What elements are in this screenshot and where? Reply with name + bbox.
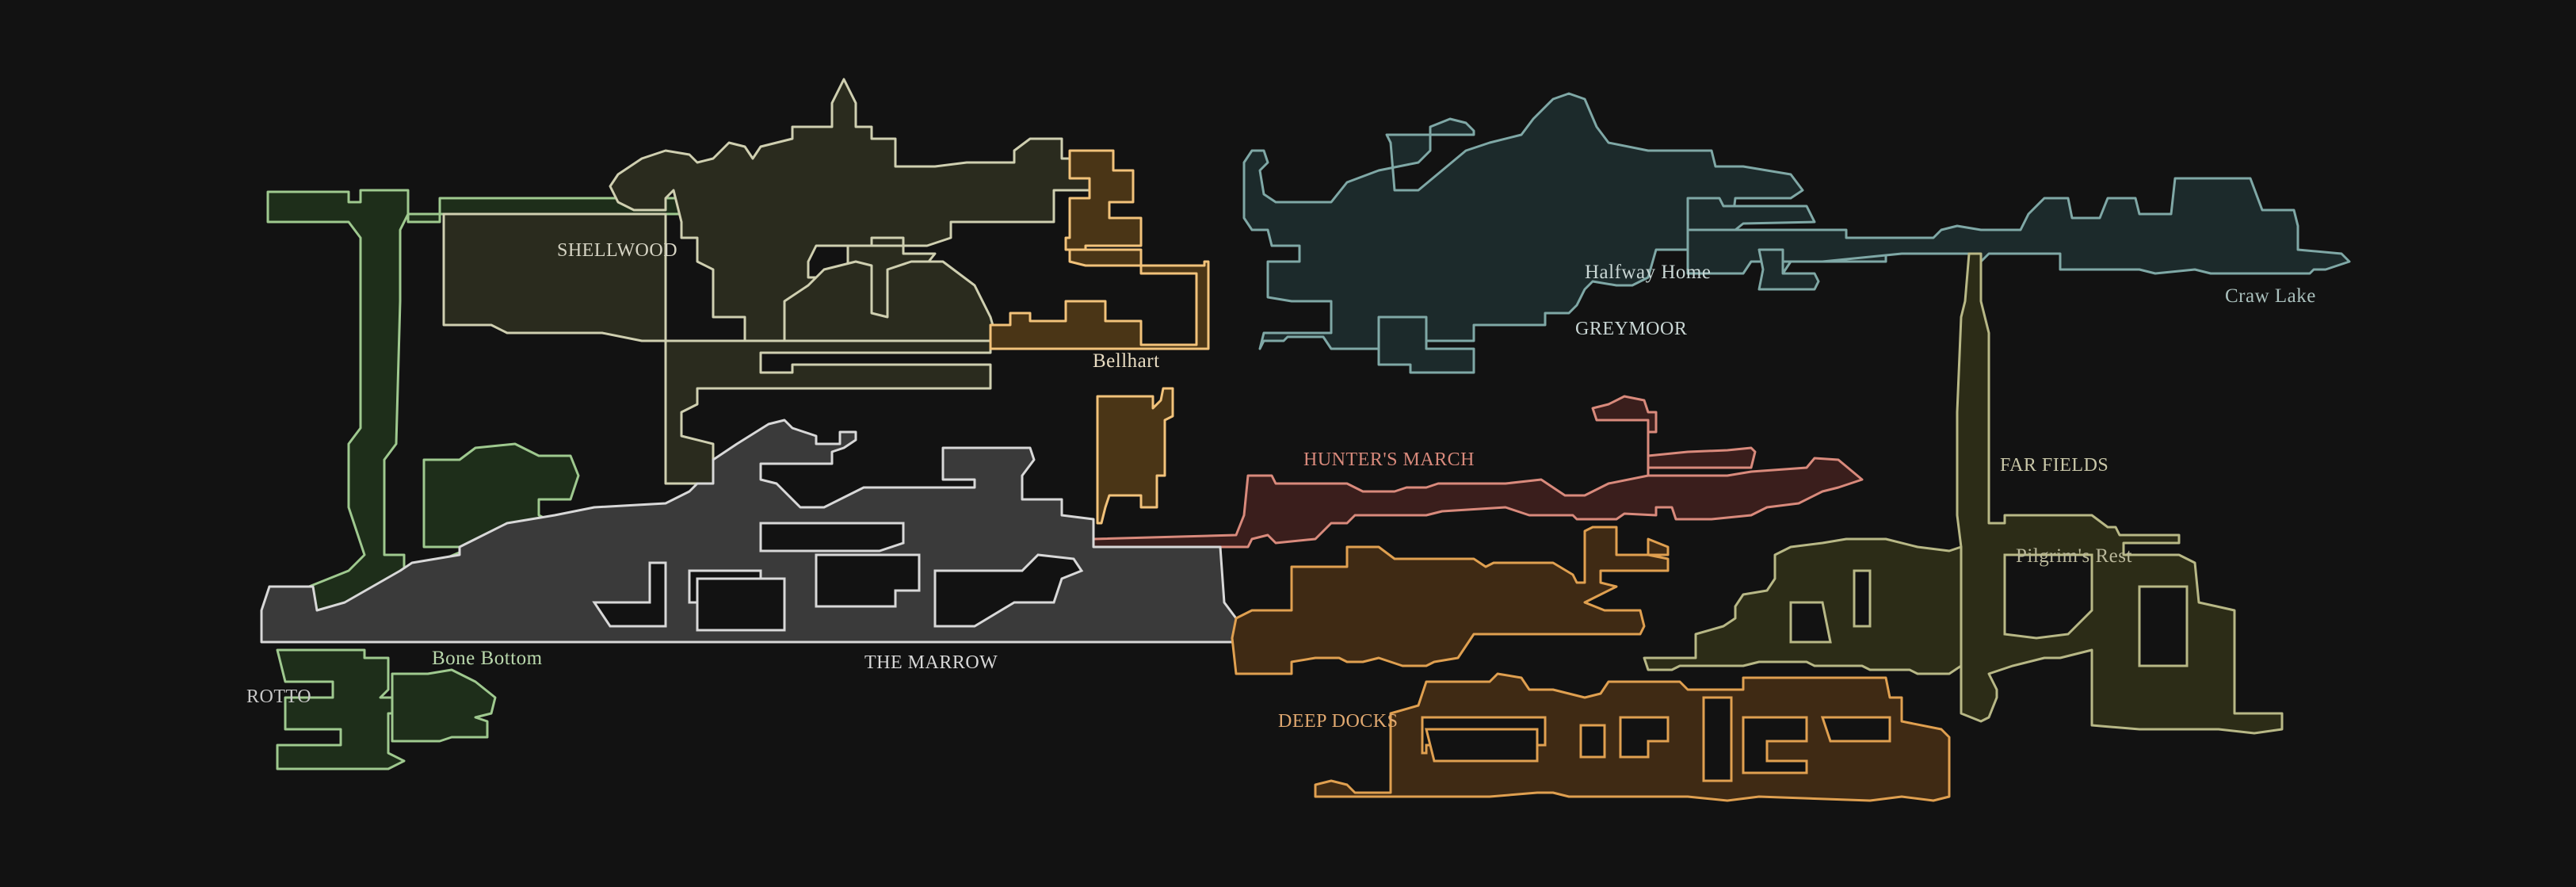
shellwood-dome[interactable] (783, 260, 1000, 346)
place-label-bellhart[interactable]: Bellhart (1093, 350, 1160, 372)
marrow-hole-6 (696, 577, 786, 632)
region-label-grotto[interactable]: ROTTO (246, 686, 312, 707)
docks-hole-3 (1579, 724, 1606, 759)
region-label-the-marrow[interactable]: THE MARROW (864, 652, 998, 673)
region-the-marrow[interactable] (260, 419, 1238, 644)
greymoor-lower-block[interactable] (1377, 315, 1475, 374)
marrow-hole-2 (759, 522, 905, 552)
docks-hole-4 (1619, 716, 1670, 759)
region-label-deep-docks[interactable]: DEEP DOCKS (1278, 711, 1399, 732)
docks-hole-2 (1425, 728, 1539, 763)
bellhart-tower[interactable] (1064, 149, 1143, 251)
fields-hole-3 (2003, 553, 2093, 640)
bellhart-shaft[interactable] (1096, 387, 1174, 525)
region-hunters-march[interactable] (1092, 395, 1864, 549)
place-label-halfway-home[interactable]: Halfway Home (1585, 262, 1712, 283)
craw-lake-corridor[interactable] (1686, 177, 2351, 335)
bellhart-hall[interactable] (989, 248, 1210, 350)
shellwood-west-corridor[interactable] (442, 212, 667, 342)
marrow-hole-3 (815, 553, 921, 608)
fields-hole-1 (1789, 601, 1832, 644)
place-label-pilgrims-rest[interactable]: Pilgrim's Rest (2016, 545, 2132, 567)
docks-hole-7 (1820, 716, 1891, 743)
region-label-hunters-march[interactable]: HUNTER'S MARCH (1303, 449, 1475, 470)
docks-hole-6 (1742, 716, 1808, 774)
region-far-fields[interactable] (1643, 252, 2284, 735)
region-label-far-fields[interactable]: FAR FIELDS (2000, 455, 2109, 476)
region-greymoor[interactable] (1242, 92, 2351, 374)
place-label-bone-bottom[interactable]: Bone Bottom (432, 648, 543, 669)
region-label-shellwood[interactable]: SHELLWOOD (557, 240, 678, 261)
far-fields-shaft[interactable] (1956, 252, 2284, 735)
marrow-hole-5 (592, 561, 667, 628)
region-shellwood[interactable] (442, 78, 1115, 485)
shellwood-upper[interactable] (609, 78, 1115, 350)
greymoor-hook[interactable] (1757, 248, 1820, 291)
region-label-greymoor[interactable]: GREYMOOR (1575, 319, 1688, 339)
region-deep-docks[interactable] (1231, 526, 1951, 802)
hunters-march-main[interactable] (1092, 395, 1864, 549)
fields-hole-4 (2138, 585, 2189, 667)
place-label-craw-lake[interactable]: Craw Lake (2225, 285, 2316, 307)
docks-hole-5 (1702, 696, 1733, 782)
region-bone-bottom[interactable] (266, 189, 794, 770)
fields-hole-2 (1853, 569, 1872, 628)
bone-bottom-cave[interactable] (391, 668, 497, 743)
region-bellhart[interactable] (989, 149, 1210, 525)
marrow-hole-4 (933, 553, 1084, 628)
greymoor-east-corridor[interactable] (1686, 197, 1816, 231)
deep-docks-upper[interactable] (1231, 526, 1670, 675)
bone-bottom-hall[interactable] (276, 648, 414, 770)
